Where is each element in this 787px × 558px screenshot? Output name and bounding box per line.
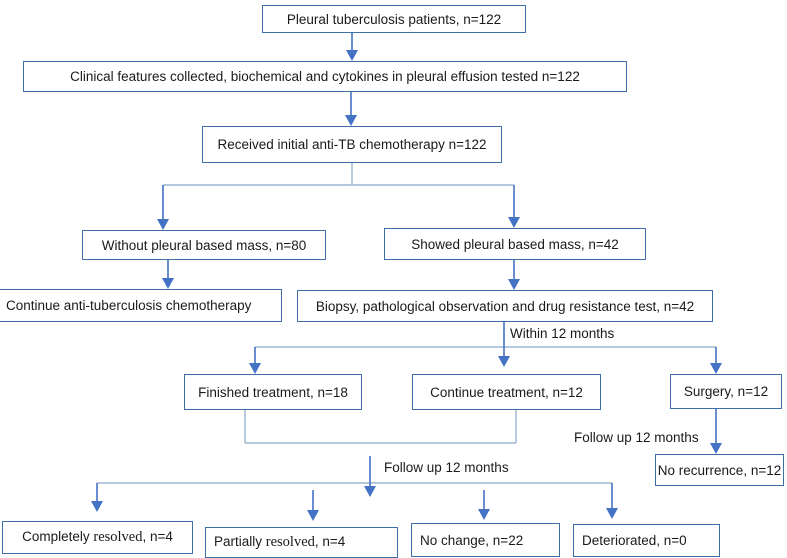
- label-follow-up-surgery: Follow up 12 months: [574, 430, 699, 445]
- box-patients: Pleural tuberculosis patients, n=122: [262, 5, 526, 33]
- box-without-mass-text: Without pleural based mass, n=80: [101, 237, 307, 253]
- arrow-without-to-continue: [162, 260, 174, 289]
- completely-prefix: Completely: [22, 529, 94, 544]
- arrow-to-completely: [91, 483, 103, 512]
- box-biopsy-text: Biopsy, pathological observation and dru…: [315, 298, 695, 314]
- arrows: [91, 32, 722, 521]
- arrow-patients-to-clinical: [346, 32, 358, 61]
- box-surgery-text: Surgery, n=12: [683, 384, 769, 399]
- partially-count: , n=4: [314, 534, 346, 549]
- box-initial-chemo: Received initial anti-TB chemotherapy n=…: [202, 126, 502, 163]
- arrow-to-without-mass: [157, 185, 169, 230]
- partially-resolved-word: resolved: [265, 534, 315, 550]
- box-surgery: Surgery, n=12: [670, 374, 782, 409]
- box-without-mass: Without pleural based mass, n=80: [82, 230, 326, 260]
- box-continue-treatment: Continue treatment, n=12: [412, 374, 601, 410]
- arrow-biopsy-stem: [498, 322, 510, 367]
- completely-resolved-word: resolved: [93, 529, 143, 545]
- arrow-to-partially: [307, 490, 319, 521]
- completely-count: , n=4: [142, 529, 173, 544]
- box-completely-resolved-text: Completely resolved, n=4: [22, 529, 173, 546]
- arrow-to-deteriorated: [606, 483, 618, 519]
- box-no-recurrence-text: No recurrence, n=12: [657, 462, 782, 478]
- arrow-surgery-to-no-recurrence: [710, 409, 722, 454]
- arrow-to-surgery: [710, 347, 722, 374]
- box-partially-resolved-text: Partially resolved, n=4: [214, 534, 345, 551]
- box-no-change: No change, n=22: [411, 523, 560, 557]
- box-finished-treatment-text: Finished treatment, n=18: [198, 384, 348, 400]
- box-clinical-text: Clinical features collected, biochemical…: [70, 69, 580, 84]
- box-deteriorated: Deteriorated, n=0: [573, 524, 720, 557]
- box-no-recurrence: No recurrence, n=12: [655, 454, 784, 486]
- box-showed-mass-text: Showed pleural based mass, n=42: [411, 236, 619, 252]
- connector-lines: [97, 163, 716, 484]
- box-continue-chemo-text: Continue anti-tuberculosis chemotherapy: [6, 298, 252, 313]
- arrow-merge-stem: [364, 456, 376, 497]
- box-biopsy: Biopsy, pathological observation and dru…: [297, 290, 713, 322]
- box-initial-chemo-text: Received initial anti-TB chemotherapy n=…: [217, 137, 487, 152]
- box-finished-treatment: Finished treatment, n=18: [184, 374, 362, 410]
- box-continue-chemo: Continue anti-tuberculosis chemotherapy: [0, 289, 282, 322]
- arrow-to-finished: [249, 347, 261, 374]
- box-clinical: Clinical features collected, biochemical…: [23, 61, 627, 92]
- box-completely-resolved: Completely resolved, n=4: [2, 521, 193, 554]
- box-partially-resolved: Partially resolved, n=4: [205, 527, 398, 558]
- arrow-to-showed-mass: [508, 185, 520, 228]
- partially-prefix: Partially: [214, 534, 266, 549]
- arrow-showed-to-biopsy: [508, 260, 520, 290]
- label-within-12-months: Within 12 months: [510, 326, 615, 341]
- arrow-to-no-change: [478, 490, 490, 520]
- box-deteriorated-text: Deteriorated, n=0: [582, 533, 687, 548]
- arrow-clinical-to-initial: [345, 92, 357, 126]
- box-showed-mass: Showed pleural based mass, n=42: [384, 228, 646, 260]
- label-follow-up-main: Follow up 12 months: [384, 460, 509, 475]
- box-patients-text: Pleural tuberculosis patients, n=122: [286, 11, 502, 27]
- box-no-change-text: No change, n=22: [420, 532, 524, 548]
- box-continue-treatment-text: Continue treatment, n=12: [430, 384, 583, 400]
